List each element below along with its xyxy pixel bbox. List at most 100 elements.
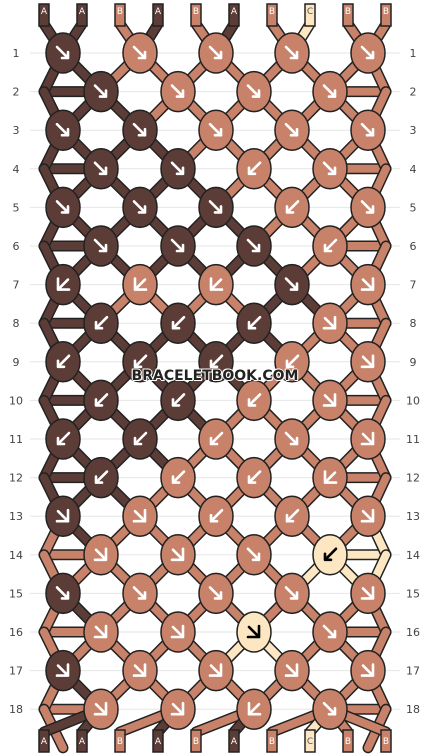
knot <box>198 109 234 151</box>
string-end-bottom <box>380 729 392 753</box>
knot-arrow-icon <box>360 508 375 523</box>
row-number-right: 18 <box>406 703 420 716</box>
knot-arrow-icon <box>246 547 261 562</box>
knot-arrow-icon <box>94 470 109 484</box>
knot <box>350 32 386 74</box>
knot <box>274 572 310 615</box>
knot <box>236 379 272 422</box>
knot-arrow-icon <box>284 586 299 600</box>
string-end-bottom <box>228 729 240 753</box>
string-end-bottom <box>190 729 202 753</box>
knot <box>312 379 348 422</box>
knot-arrow-icon <box>323 238 338 253</box>
knot-arrow-icon <box>323 470 338 484</box>
knot-arrow-icon <box>246 624 261 639</box>
knot <box>350 186 386 229</box>
knot-arrow-icon <box>322 161 337 176</box>
knot <box>350 418 386 460</box>
knot <box>312 302 348 344</box>
knot-arrow-icon <box>93 238 108 253</box>
knot <box>312 456 348 499</box>
knot <box>274 109 310 151</box>
row-number-left: 3 <box>13 124 20 137</box>
knot <box>45 341 81 383</box>
knot-arrow-icon <box>247 470 262 484</box>
knot <box>198 341 234 383</box>
knot-arrow-icon <box>322 393 337 407</box>
knot <box>122 649 158 692</box>
string-end-top <box>304 3 316 27</box>
knot-arrow-icon <box>132 586 147 600</box>
row-number-right: 9 <box>410 356 417 369</box>
knot <box>312 148 348 190</box>
knot <box>198 418 234 460</box>
string-end-bottom <box>152 729 164 753</box>
knot <box>274 341 310 383</box>
knot-arrow-icon <box>56 277 71 291</box>
knot-arrow-icon <box>322 84 337 98</box>
knot-arrow-icon <box>55 508 70 523</box>
row-number-right: 1 <box>410 47 417 60</box>
knot <box>274 32 310 74</box>
knot-arrow-icon <box>209 277 224 291</box>
knot <box>83 148 119 190</box>
knot-arrow-icon <box>360 200 375 214</box>
knot <box>160 534 196 576</box>
knot <box>122 341 158 383</box>
knot-arrow-icon <box>360 122 375 137</box>
knot <box>350 263 386 306</box>
string-letter-top: A <box>41 7 48 17</box>
knot-arrow-icon <box>55 122 70 137</box>
knot-arrow-icon <box>132 45 147 60</box>
knot-arrow-icon <box>55 45 70 60</box>
knot-arrow-icon <box>55 663 70 677</box>
knot <box>122 109 158 151</box>
knot-arrow-icon <box>55 200 70 214</box>
string-end-top <box>190 3 202 27</box>
knot-arrow-icon <box>360 45 375 60</box>
string-letter-bottom: B <box>269 737 275 747</box>
string-letter-top: B <box>117 7 123 17</box>
row-number-left: 9 <box>13 356 20 369</box>
knot-arrow-icon <box>323 547 338 562</box>
knot <box>236 688 272 730</box>
row-number-left: 2 <box>13 86 20 99</box>
knot-arrow-icon <box>93 701 108 716</box>
knot <box>198 495 234 537</box>
knot-arrow-icon <box>360 431 375 446</box>
knot-arrow-icon <box>208 45 223 60</box>
knot <box>236 148 272 190</box>
knot <box>45 109 81 151</box>
knot-arrow-icon <box>171 315 186 330</box>
knot <box>274 263 310 306</box>
knot <box>198 649 234 692</box>
knot-arrow-icon <box>94 393 109 407</box>
row-number-right: 2 <box>410 86 417 99</box>
knot <box>274 649 310 692</box>
knot <box>236 70 272 113</box>
row-number-right: 12 <box>406 472 420 485</box>
row-number-right: 16 <box>406 626 420 639</box>
knot-arrow-icon <box>285 354 300 369</box>
knot-arrow-icon <box>322 624 337 639</box>
knot <box>83 302 119 344</box>
knot <box>274 186 310 229</box>
knot-arrow-icon <box>247 161 262 176</box>
string-end-top <box>38 3 50 27</box>
knot <box>160 148 196 190</box>
string-letter-bottom: A <box>41 737 48 747</box>
row-number-left: 10 <box>9 394 23 407</box>
string-end-bottom <box>342 729 354 753</box>
row-number-right: 10 <box>406 394 420 407</box>
knot <box>236 225 272 267</box>
knot <box>45 418 81 460</box>
row-number-left: 5 <box>13 201 20 214</box>
knot-arrow-icon <box>208 586 223 600</box>
string-letter-bottom: A <box>231 737 238 747</box>
knot-arrow-icon <box>170 238 185 253</box>
knot <box>122 186 158 229</box>
knot-arrow-icon <box>171 470 186 484</box>
knot-arrow-icon <box>208 122 223 137</box>
knot-arrow-icon <box>170 701 185 716</box>
